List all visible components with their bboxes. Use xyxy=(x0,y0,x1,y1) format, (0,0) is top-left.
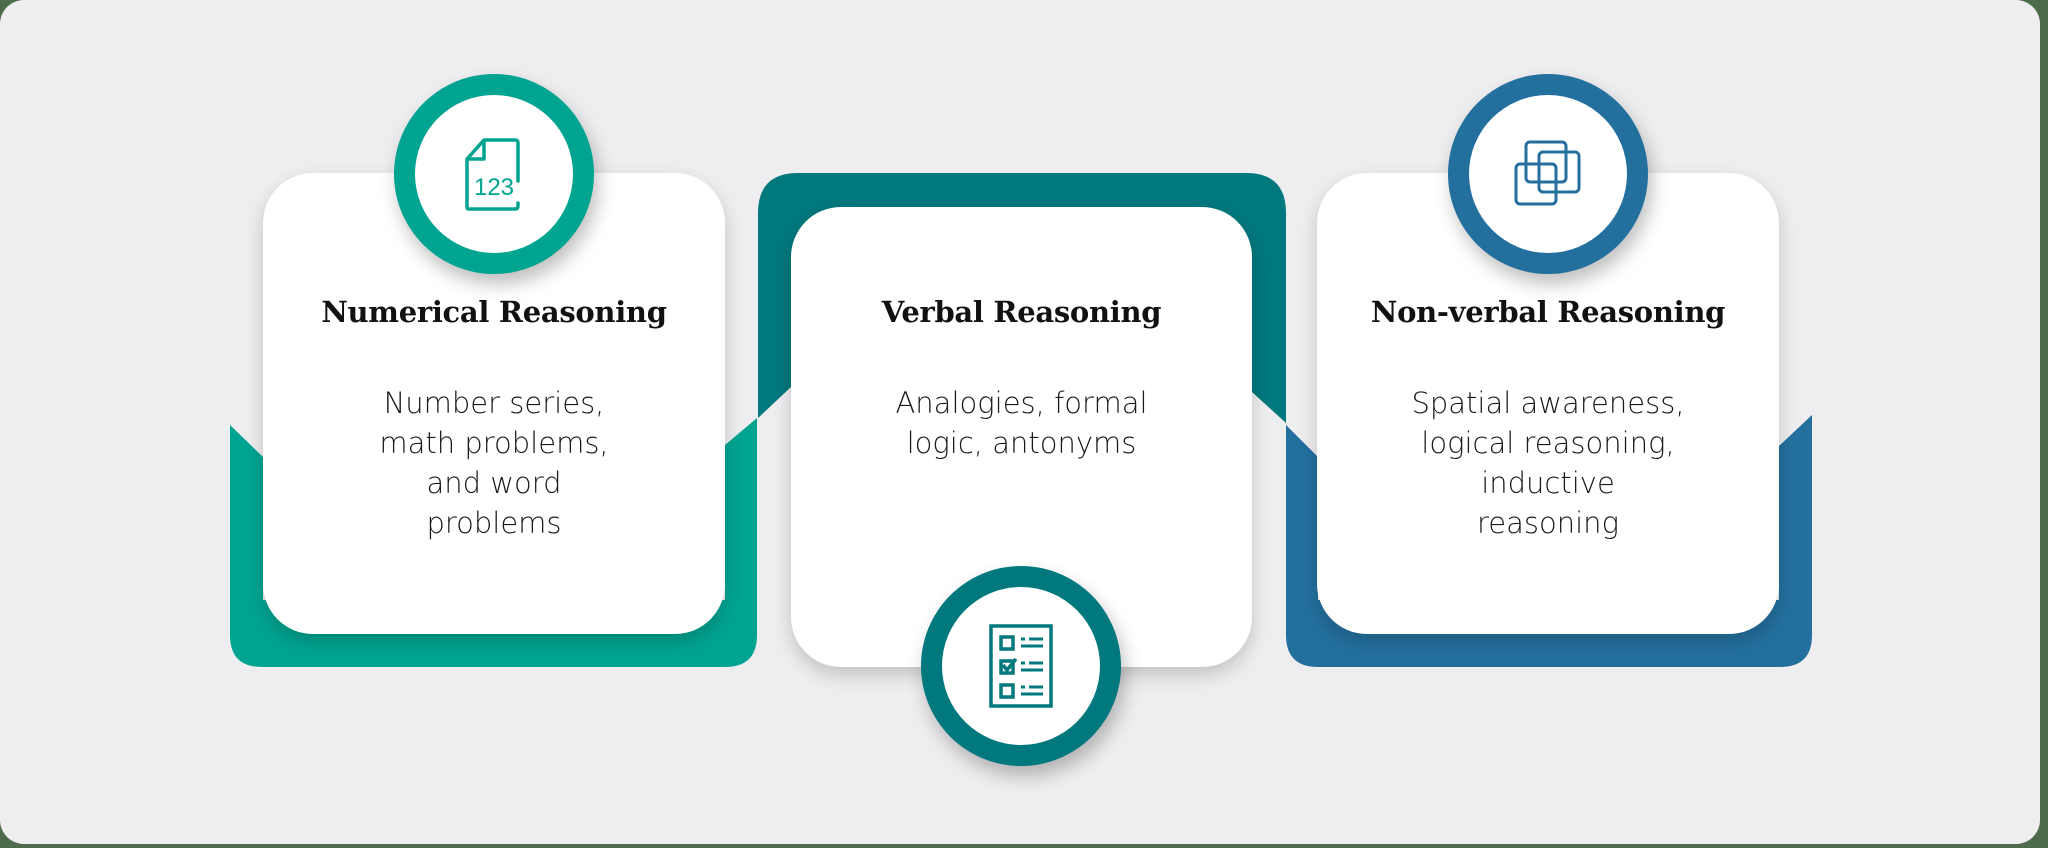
card-verbal-reasoning: Verbal Reasoning Analogies, formal logic… xyxy=(791,207,1252,667)
verbal-badge xyxy=(921,566,1121,766)
numerical-badge: 123 xyxy=(394,74,594,274)
card-title: Verbal Reasoning xyxy=(881,295,1162,329)
overlapping-squares-icon xyxy=(1514,140,1581,206)
nonverbal-badge xyxy=(1448,74,1648,274)
badge-inner xyxy=(1469,95,1627,253)
badge-inner: 123 xyxy=(415,95,573,253)
card-description: Spatial awareness, logical reasoning, in… xyxy=(1411,386,1685,540)
badge-inner xyxy=(942,587,1100,745)
numbers-document-icon: 123 xyxy=(465,138,520,211)
card-title: Non-verbal Reasoning xyxy=(1370,295,1726,329)
svg-text:123: 123 xyxy=(474,174,514,201)
card-description: Number series, math problems, and word p… xyxy=(379,386,609,540)
card-description: Analogies, formal logic, antonyms xyxy=(895,386,1148,460)
card-title: Numerical Reasoning xyxy=(321,295,667,329)
checklist-icon xyxy=(989,624,1053,708)
